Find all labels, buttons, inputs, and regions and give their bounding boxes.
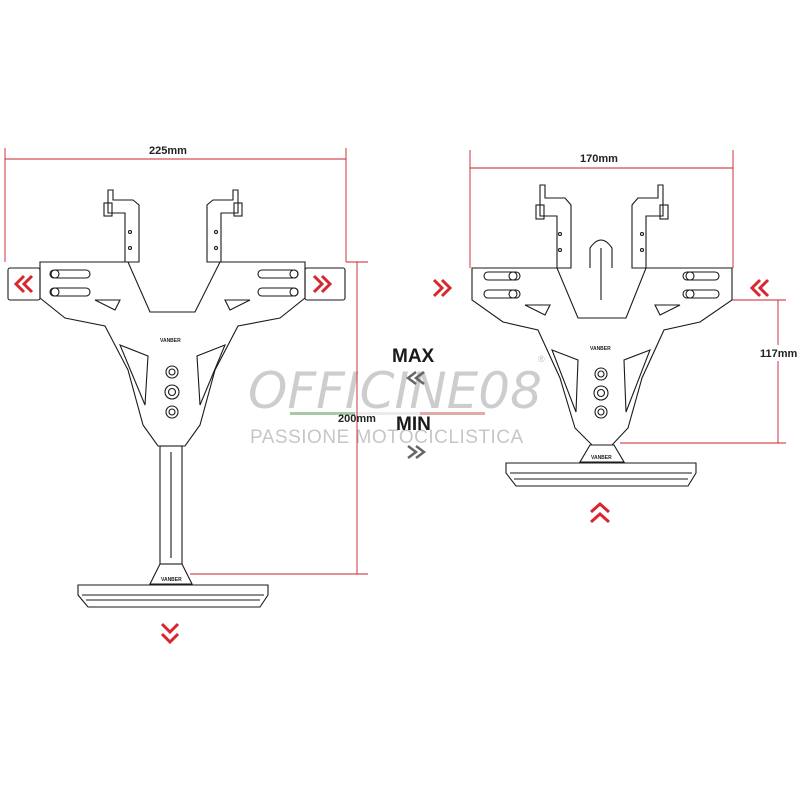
max-arrow-icon <box>405 371 425 385</box>
left-center-bolt-inner <box>167 387 177 397</box>
min-arrow-icon <box>407 445 427 459</box>
watermark: OFFICINE08 ® PASSIONE MOTOCICLISTICA <box>248 354 545 448</box>
left-arrow-outward-left-icon <box>13 274 26 294</box>
right-assembly: 170mm VANBER <box>469 150 800 487</box>
right-tab-hole <box>639 231 645 237</box>
right-tab-hole <box>557 231 563 237</box>
right-arrow-inward-right-icon <box>757 278 770 298</box>
left-bolt <box>50 287 60 297</box>
left-slot <box>257 287 299 297</box>
right-plate-logo: VANBER <box>590 346 611 352</box>
left-cutout <box>196 344 227 406</box>
right-tab-hole <box>639 247 645 253</box>
right-cutout <box>551 349 579 413</box>
right-center-bolt <box>593 385 609 401</box>
max-label: MAX <box>392 346 435 367</box>
left-width-label: 225mm <box>149 145 187 157</box>
right-slot <box>483 271 521 281</box>
left-bolt <box>289 269 299 279</box>
left-arrow-outward-right-icon <box>312 274 325 294</box>
left-assembly: 225mm VANBER <box>4 145 376 608</box>
watermark-flag-red <box>420 412 485 415</box>
left-arrow-outward-right-icon <box>320 274 333 294</box>
left-bolt <box>289 287 299 297</box>
right-mount-tab-left-ear <box>535 204 545 220</box>
left-center-bolt <box>165 365 179 379</box>
left-cutout <box>94 299 121 311</box>
right-center-bolt-inner <box>596 388 606 398</box>
right-stem-top <box>589 239 613 268</box>
left-slot <box>257 269 299 279</box>
left-lamp <box>77 584 269 608</box>
right-center-bolt-inner <box>597 408 605 416</box>
left-center-bolt <box>165 405 179 419</box>
left-stem-foot <box>149 563 193 585</box>
right-height-label-bg <box>755 345 800 361</box>
right-arrow-inward-left-icon <box>432 278 445 298</box>
left-mount-tab-right <box>206 189 239 263</box>
left-tab-hole <box>127 229 133 235</box>
right-bolt <box>508 289 518 299</box>
right-bolt <box>508 271 518 281</box>
left-arrow-down-icon <box>160 622 180 635</box>
right-center-bolt-inner <box>597 370 605 378</box>
left-slot <box>49 287 91 297</box>
left-cutout <box>118 344 149 406</box>
right-mount-tab-left <box>539 184 572 269</box>
watermark-flag-white <box>355 412 420 415</box>
left-cutout <box>224 299 251 311</box>
left-bolt <box>50 269 60 279</box>
watermark-tagline: PASSIONE MOTOCICLISTICA <box>250 427 524 448</box>
right-mount-tab-right-ear <box>659 204 669 220</box>
right-arrow-up-icon <box>590 511 610 524</box>
min-label: MIN <box>396 414 431 435</box>
right-tab-hole <box>557 247 563 253</box>
right-arrow-inward-right-icon <box>749 278 762 298</box>
right-foot-logo: VANBER <box>591 455 612 461</box>
left-tab-hole <box>127 245 133 251</box>
right-bolt <box>685 289 695 299</box>
right-arrow-inward-left-icon <box>440 278 453 298</box>
left-foot-logo: VANBER <box>161 577 182 583</box>
left-tab-hole <box>213 245 219 251</box>
watermark-flag-green <box>290 412 355 415</box>
right-arrow-up-icon <box>590 501 610 514</box>
left-height-label: 200mm <box>338 413 376 425</box>
left-slot-bracket-left <box>7 267 41 301</box>
left-slot <box>49 269 91 279</box>
left-center-bolt-inner <box>168 408 176 416</box>
right-bolt <box>685 271 695 281</box>
right-width-label: 170mm <box>580 153 618 165</box>
left-tab-hole <box>213 229 219 235</box>
right-center-bolt <box>594 405 608 419</box>
right-stem-foot <box>579 444 625 463</box>
right-cutout <box>623 349 651 413</box>
right-main-plate <box>471 267 733 446</box>
left-extend-arrows <box>13 274 333 645</box>
right-cutout <box>524 304 551 316</box>
right-slot <box>483 289 521 299</box>
left-center-bolt <box>164 384 180 400</box>
watermark-brand: OFFICINE08 <box>248 362 542 420</box>
left-slot-bracket-right <box>304 267 346 301</box>
right-mount-tab-right <box>631 184 664 269</box>
left-mount-tab-left-ear <box>103 202 113 217</box>
left-mount-tab-right-ear <box>233 202 243 217</box>
left-mount-tab-left <box>107 189 140 263</box>
right-slot <box>682 271 720 281</box>
left-arrow-down-icon <box>160 632 180 645</box>
right-retract-arrows <box>432 278 770 524</box>
left-center-bolt-inner <box>168 368 176 376</box>
right-cutout <box>654 304 681 316</box>
right-height-label: 117mm <box>760 348 798 360</box>
left-arrow-outward-left-icon <box>21 274 34 294</box>
right-center-bolt <box>594 367 608 381</box>
watermark-registered: ® <box>538 354 545 364</box>
adjust-range-legend: MAX MIN <box>392 346 435 459</box>
right-lamp <box>505 462 697 487</box>
left-plate-logo: VANBER <box>160 338 181 344</box>
right-slot <box>682 289 720 299</box>
